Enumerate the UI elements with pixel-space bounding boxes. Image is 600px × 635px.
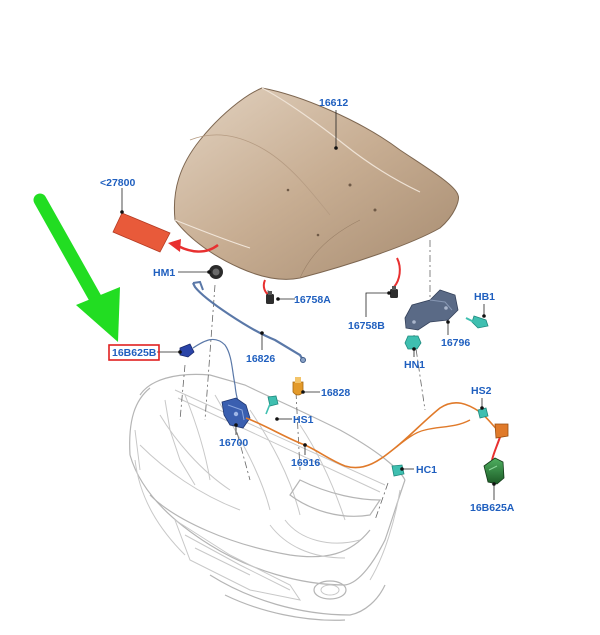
bolt-hb1 [465,315,489,329]
hood-latch-16700 [221,397,251,429]
release-cable-16916 [245,401,509,469]
leader-lines [120,110,496,500]
bumper-stop-16758b [390,286,398,298]
label-16b625b[interactable]: 16B625B [112,347,157,359]
screw-hs1 [265,395,279,415]
nut-hn1 [404,335,422,350]
hood-stay-rod-16826 [192,280,306,363]
hood-hinge-16796 [404,289,459,331]
label-16826[interactable]: 16826 [246,353,275,365]
label-16916[interactable]: 16916 [291,457,320,469]
label-hs1[interactable]: HS1 [293,414,314,426]
screw-hs2 [477,407,489,419]
assembly-lines [179,240,431,521]
direction-arrow-16758b [393,257,401,288]
label-16612[interactable]: 16612 [319,97,348,109]
label-16758b[interactable]: 16758B [348,320,385,332]
label-27800[interactable]: <27800 [100,177,135,189]
label-hn1[interactable]: HN1 [404,359,425,371]
hood-16612 [173,87,459,280]
label-16758a[interactable]: 16758A [294,294,331,306]
label-16828[interactable]: 16828 [321,387,350,399]
bumper-stop-16758a [266,291,274,304]
label-16796[interactable]: 16796 [441,337,470,349]
label-16700[interactable]: 16700 [219,437,248,449]
label-16b625a[interactable]: 16B625A [470,502,515,514]
grommet-hm1 [209,265,223,279]
pointer-arrow [33,193,120,342]
label-hs2[interactable]: HS2 [471,385,492,397]
vehicle-front-outline [129,373,406,621]
reference-part-27800 [112,212,219,253]
actuator-16b625a [483,457,505,485]
sensor-16b625b [179,338,241,406]
label-hm1[interactable]: HM1 [153,267,175,279]
label-hc1[interactable]: HC1 [416,464,437,476]
direction-arrow-16b625a [491,436,501,461]
part-labels: 16612 <27800 HM1 16758A 16758B HB1 16796… [100,97,515,514]
label-hb1[interactable]: HB1 [474,291,495,303]
highlight-box-16b625b [108,344,160,361]
